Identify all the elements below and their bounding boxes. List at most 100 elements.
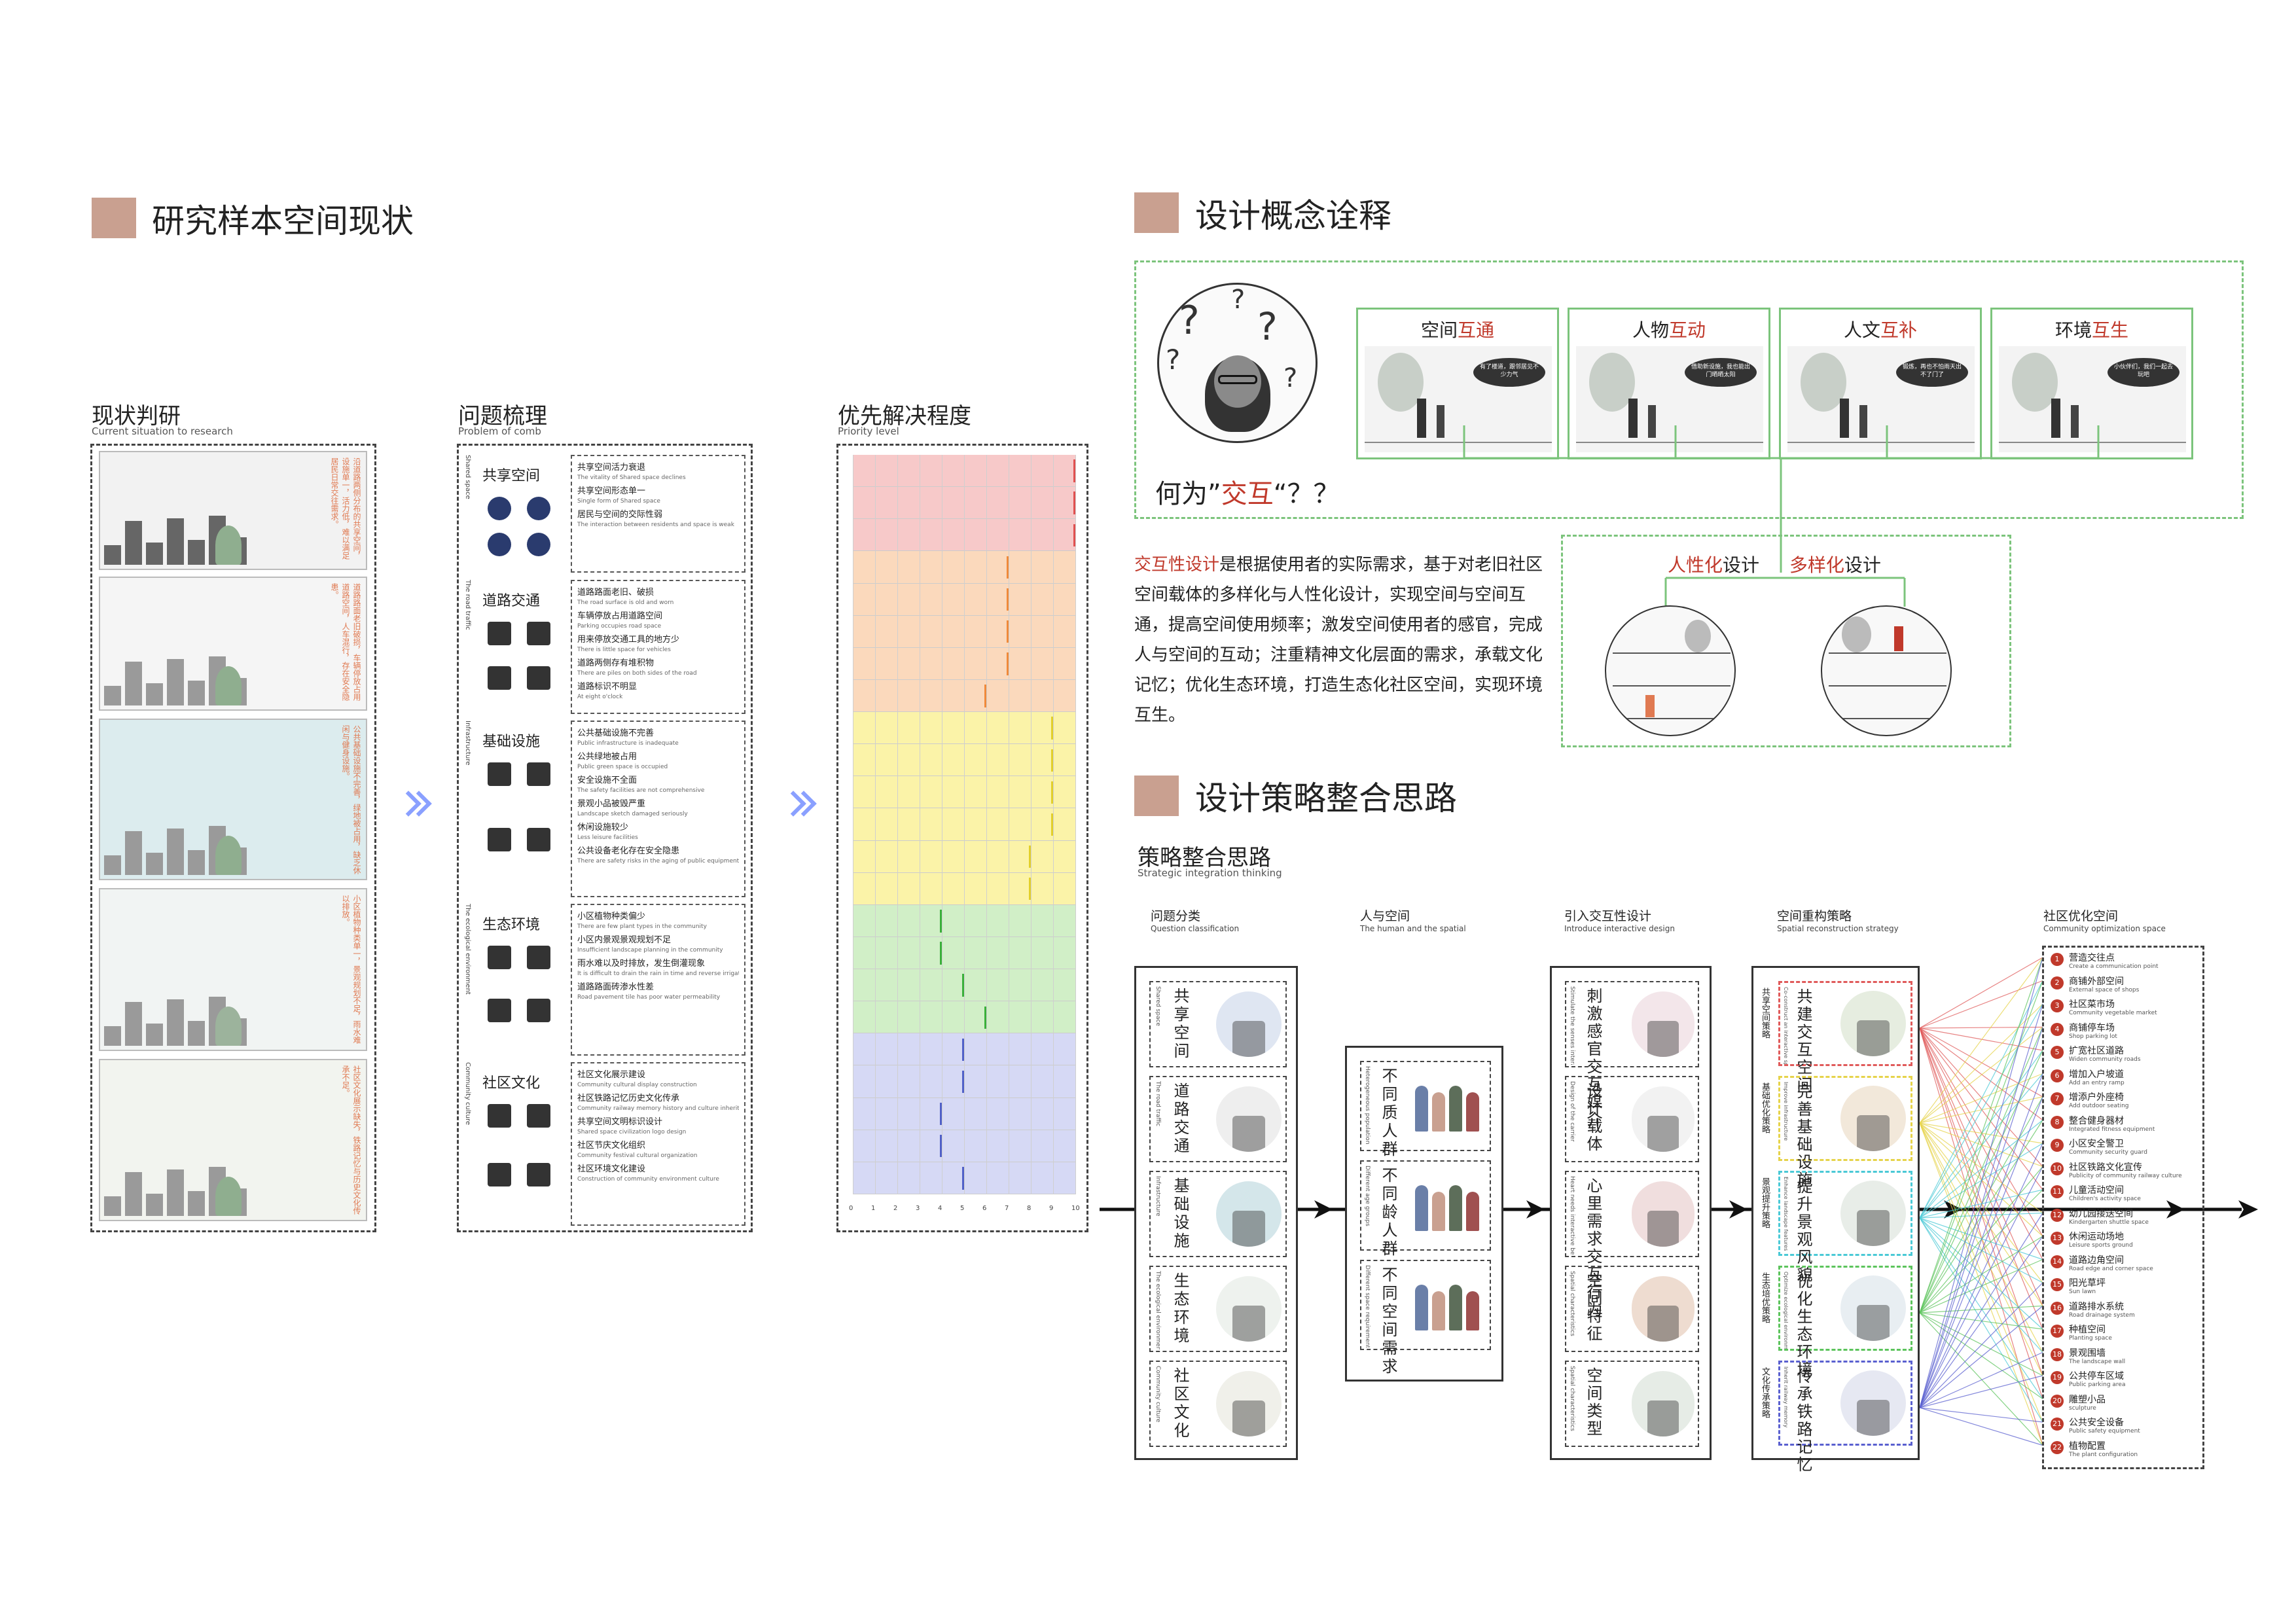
survey-text: 沿道路两侧分布的共享空间，设施单一，活力低，难以满足居民日常交往需求。	[330, 457, 361, 560]
problem-item: 社区文化展示建设	[577, 1070, 646, 1080]
problem-item-en: There are piles on both sides of the roa…	[577, 670, 697, 677]
paragraph-body: 是根据使用者的实际需求，基于对老旧社区空间载体的多样化与人性化设计，实现空间与空…	[1134, 555, 1543, 725]
strategy-link-line	[1920, 1027, 2043, 1306]
x-tick-label: 6	[982, 1205, 987, 1212]
strategy-link-line	[1920, 1122, 2043, 1446]
survey-text: 社区文化展示缺失，铁路记忆与历史文化传承不足。	[341, 1065, 361, 1215]
arrow-chevron-icon	[780, 785, 823, 825]
outcome-label: 扩宽社区道路	[2069, 1046, 2124, 1056]
building-shape	[167, 829, 184, 875]
problem-item: 公共绿地被占用	[577, 752, 637, 762]
figure-shape	[1647, 1306, 1679, 1342]
x-tick-label: 10	[1071, 1205, 1080, 1212]
strategy-link-line	[1920, 1282, 2043, 1408]
interactive-item-label: 设计载体	[1584, 1082, 1602, 1153]
strategy-link-line	[1920, 980, 2043, 1219]
outcome-label-en: Road edge and corner space	[2069, 1265, 2153, 1272]
tree-shape	[215, 526, 242, 565]
strategy-link-line	[1920, 1258, 2043, 1313]
building-shape	[188, 850, 205, 875]
strategy-link-line	[1920, 1003, 2043, 1219]
human-item-label: 不同质人群	[1379, 1067, 1397, 1159]
outcome-label: 雕塑小品	[2069, 1394, 2106, 1405]
tree-shape	[1801, 353, 1846, 412]
x-tick-label: 1	[871, 1205, 876, 1212]
strategy-link-line	[1920, 1096, 2043, 1408]
interactive-item-label: 空间特征	[1584, 1272, 1602, 1343]
figure-shape	[1857, 1210, 1890, 1246]
pictogram-icon	[488, 946, 511, 969]
priority-bar	[1051, 717, 1053, 740]
outcome-label-en: Kindergarten shuttle space	[2069, 1219, 2149, 1226]
outcome-number: 18	[2051, 1347, 2064, 1361]
problem-item-en: Public green space is occupied	[577, 764, 668, 770]
outcome-number: 16	[2051, 1301, 2064, 1315]
question-item-label: 社区文化	[1171, 1367, 1189, 1440]
priority-bar	[1073, 524, 1075, 546]
thumbnail-image	[1216, 991, 1282, 1057]
thumbnail-image	[1216, 1181, 1282, 1247]
thumbnail-image	[1840, 1275, 1906, 1341]
design-panel	[1561, 535, 2011, 747]
outcome-label: 增加入户坡道	[2069, 1069, 2124, 1080]
outcome-label-en: Leisure sports ground	[2069, 1242, 2133, 1249]
priority-bar	[1051, 781, 1053, 804]
priority-bar	[1007, 652, 1009, 675]
strategy-item-label: 优化生态环境	[1794, 1273, 1812, 1379]
survey-illustration	[104, 733, 258, 875]
figure-shape	[1647, 1400, 1679, 1436]
thinker-portrait: ? ? ? ? ?	[1157, 283, 1318, 443]
outcome-number: 2	[2051, 976, 2064, 990]
concept-paragraph: 交互性设计是根据使用者的实际需求，基于对老旧社区空间载体的多样化与人性化设计，实…	[1134, 550, 1553, 730]
survey-illustration	[104, 591, 258, 705]
building-shape	[104, 855, 121, 875]
card-word: 人文	[1843, 319, 1880, 341]
concept-card-title: 环境互生	[1992, 316, 2191, 342]
pictogram-icon	[527, 828, 550, 851]
problem-item-en: Community festival cultural organization	[577, 1152, 698, 1159]
strategy-link-line	[1920, 1217, 2043, 1330]
strategy-link-line	[1920, 980, 2043, 1313]
person-figure	[1417, 399, 1426, 438]
strategy-column-title: 空间重构策略	[1777, 909, 1852, 923]
card-keyword: 互通	[1458, 319, 1495, 341]
person-figure	[1432, 1192, 1445, 1231]
problem-item: 用来停放交通工具的地方少	[577, 635, 680, 645]
section-marker	[1134, 776, 1179, 816]
priority-bar	[1073, 459, 1075, 482]
strategy-item-en: Improve infrastructure	[1783, 1082, 1789, 1141]
outcome-number: 22	[2051, 1440, 2064, 1454]
design-labels: 人性化设计 多样化设计	[1668, 551, 1881, 577]
survey-card: 道路路面老旧破损，车辆停放占用道路空间，人车混行，存在安全隐患。	[99, 577, 367, 711]
outcome-label-en: Integrated fitness equipment	[2069, 1126, 2155, 1133]
outcome-label-en: The plant configuration	[2069, 1451, 2138, 1458]
thumbnail-image	[1840, 1086, 1906, 1151]
problem-icon	[481, 491, 560, 563]
building-shape	[146, 1194, 163, 1216]
priority-bar	[1007, 556, 1009, 579]
outcome-label: 社区铁路文化宣传	[2069, 1162, 2142, 1173]
priority-bar	[940, 910, 942, 933]
survey-text: 小区植物种类单一，景观规划不足，雨水难以排放。	[341, 895, 361, 1044]
outcome-label: 景观围墙	[2069, 1347, 2106, 1359]
person-figure	[1432, 1092, 1445, 1132]
person-figure	[1648, 405, 1656, 438]
